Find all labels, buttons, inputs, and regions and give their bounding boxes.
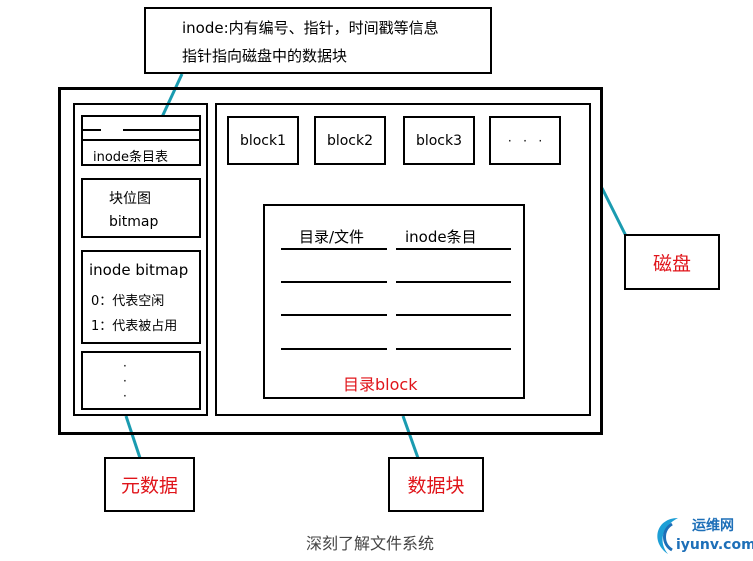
metadata-more-dots: · · · <box>123 359 127 403</box>
inode-bitmap: inode bitmap 0：代表空闲 1：代表被占用 <box>81 250 201 344</box>
inode-callout: inode:内有编号、指针，时间戳等信息 指针指向磁盘中的数据块 <box>144 7 492 74</box>
block-3: block3 <box>403 116 475 165</box>
datablock-label-box: 数据块 <box>388 457 484 512</box>
block-bitmap: 块位图 bitmap <box>81 178 201 238</box>
inode-table: inode条目表 <box>81 115 201 166</box>
directory-row-line <box>396 248 511 250</box>
block-1: block1 <box>227 116 299 165</box>
watermark-brand: 运维网 <box>692 518 734 534</box>
block-3-label: block3 <box>415 132 463 149</box>
disk-label: 磁盘 <box>652 252 691 275</box>
inode-bitmap-title: inode bitmap <box>89 261 189 279</box>
metadata-label-box: 元数据 <box>104 457 195 512</box>
block-bitmap-line-1: 块位图 <box>109 191 151 207</box>
inode-table-line <box>83 139 199 141</box>
directory-block-label: 目录block <box>343 375 418 394</box>
datablock-connector <box>401 415 420 459</box>
inode-bitmap-free: 0：代表空闲 <box>91 294 165 309</box>
directory-row-line <box>396 281 511 283</box>
metadata-connector <box>124 415 142 459</box>
directory-col-header-file: 目录/文件 <box>299 228 365 246</box>
metadata-region <box>73 103 208 416</box>
directory-row-line <box>281 314 387 316</box>
inode-bitmap-used: 1：代表被占用 <box>91 319 178 334</box>
block-bitmap-line-2: bitmap <box>109 214 159 230</box>
inode-table-line <box>83 129 101 131</box>
disk-connector <box>600 187 628 237</box>
disk-container <box>58 87 603 435</box>
figure-caption: 深刻了解文件系统 <box>306 534 435 553</box>
watermark: 运维网 iyunv.com <box>648 512 753 560</box>
block-more: · · · <box>489 116 561 165</box>
block-2-label: block2 <box>326 132 374 149</box>
inode-table-label: inode条目表 <box>93 150 169 165</box>
directory-row-line <box>396 348 511 350</box>
directory-block: 目录/文件 inode条目 目录block <box>263 204 525 399</box>
block-1-label: block1 <box>239 132 287 149</box>
callout-line-2: 指针指向磁盘中的数据块 <box>182 47 348 65</box>
directory-row-line <box>281 348 387 350</box>
directory-row-line <box>281 248 387 250</box>
directory-col-header-inode: inode条目 <box>405 228 477 246</box>
block-more-dots: · · · <box>507 133 543 148</box>
metadata-more: · · · <box>81 351 201 410</box>
directory-row-line <box>281 281 387 283</box>
callout-line-1: inode:内有编号、指针，时间戳等信息 <box>182 19 439 37</box>
directory-row-line <box>396 314 511 316</box>
watermark-url: iyunv.com <box>676 537 753 553</box>
inode-table-line <box>123 129 199 131</box>
datablock-label: 数据块 <box>407 475 465 497</box>
metadata-label: 元数据 <box>120 475 178 497</box>
data-area <box>215 103 591 416</box>
watermark-logo-icon <box>657 518 678 554</box>
block-2: block2 <box>314 116 386 165</box>
disk-label-box: 磁盘 <box>624 234 720 290</box>
